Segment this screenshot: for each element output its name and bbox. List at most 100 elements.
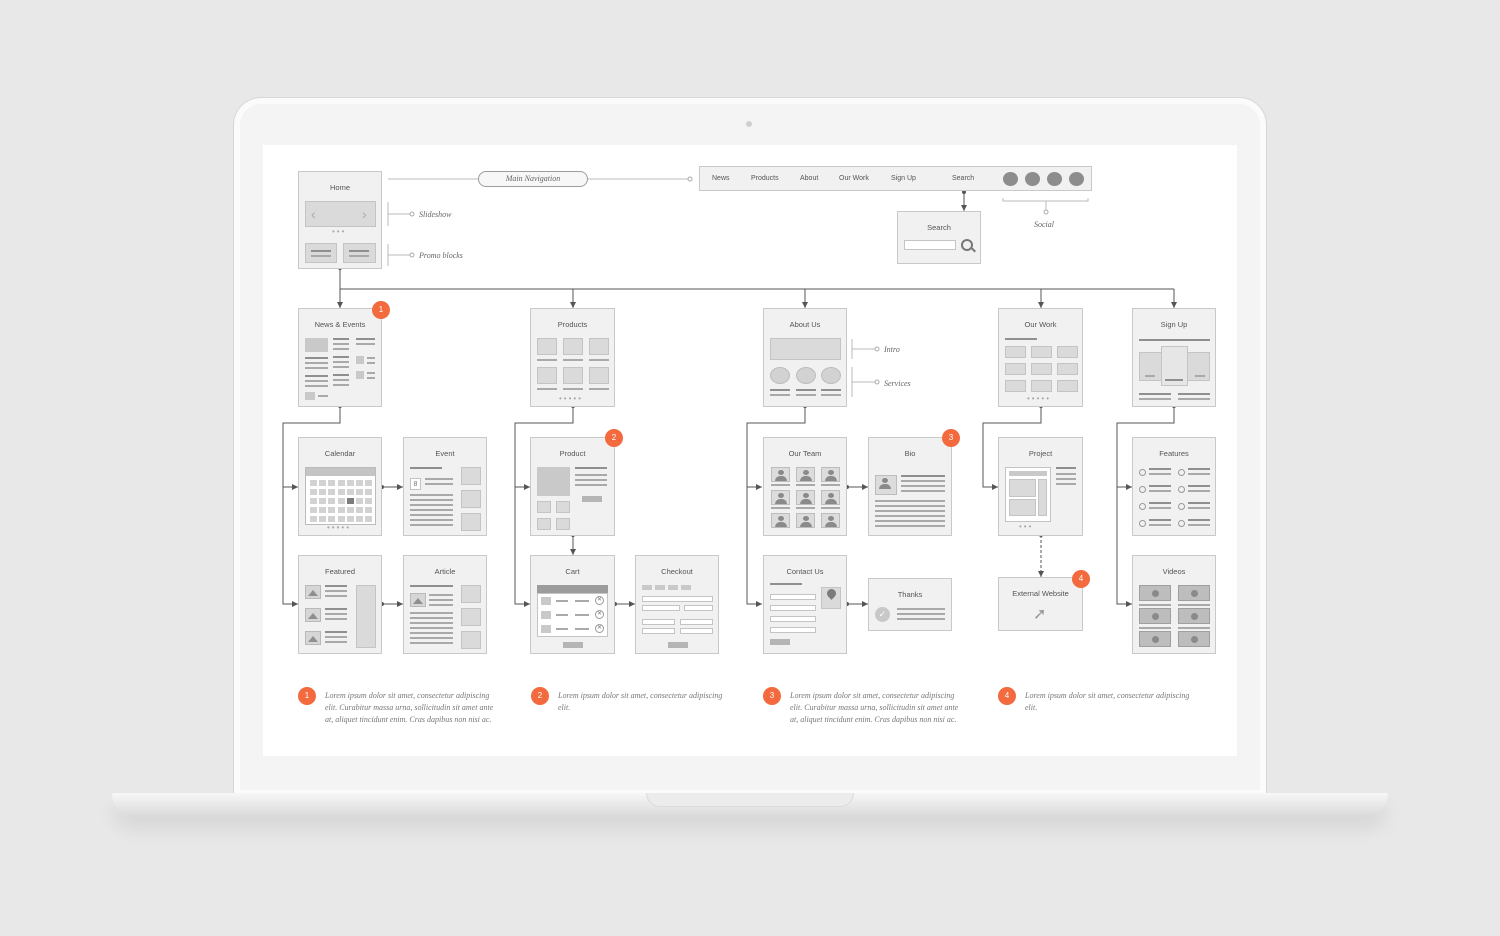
social-icon[interactable] bbox=[1069, 172, 1084, 186]
video-play-icon[interactable] bbox=[1178, 585, 1210, 601]
text-line bbox=[325, 585, 347, 587]
calendar-day[interactable] bbox=[337, 489, 345, 495]
form-field[interactable] bbox=[684, 605, 713, 611]
form-field[interactable] bbox=[770, 627, 816, 633]
calendar-day[interactable] bbox=[365, 498, 373, 504]
add-to-cart-button[interactable] bbox=[582, 496, 602, 502]
user-icon bbox=[771, 513, 790, 528]
page-title: Our Team bbox=[788, 449, 822, 458]
calendar-day[interactable] bbox=[310, 480, 317, 486]
calendar-day[interactable] bbox=[337, 498, 345, 504]
calendar-day[interactable] bbox=[346, 507, 354, 513]
calendar-day[interactable] bbox=[319, 489, 327, 495]
text-line bbox=[410, 509, 453, 511]
calendar-day[interactable] bbox=[310, 516, 317, 522]
calendar-day[interactable] bbox=[319, 498, 327, 504]
calendar-day[interactable] bbox=[328, 507, 336, 513]
calendar-day[interactable] bbox=[328, 489, 336, 495]
text-line bbox=[796, 394, 816, 396]
services-label: Services bbox=[884, 379, 911, 388]
video-play-icon[interactable] bbox=[1139, 631, 1171, 647]
nav-item-search[interactable]: Search bbox=[952, 175, 975, 182]
product-thumb bbox=[589, 367, 609, 384]
text-line bbox=[875, 515, 945, 517]
calendar-day[interactable] bbox=[346, 480, 354, 486]
form-field[interactable] bbox=[770, 594, 816, 600]
calendar-day[interactable] bbox=[356, 498, 363, 504]
calendar-day[interactable] bbox=[365, 516, 373, 522]
page-calendar: Calendar ••••• bbox=[298, 437, 382, 536]
page-cart: Cart ✕ ✕ ✕ bbox=[530, 555, 615, 654]
calendar-day[interactable] bbox=[365, 507, 373, 513]
calendar-day[interactable] bbox=[365, 489, 373, 495]
calendar-day[interactable] bbox=[310, 507, 317, 513]
form-field[interactable] bbox=[680, 628, 713, 634]
user-icon bbox=[821, 467, 840, 482]
video-play-icon[interactable] bbox=[1139, 608, 1171, 624]
text-line bbox=[410, 514, 453, 516]
search-input[interactable] bbox=[904, 240, 956, 250]
calendar-day[interactable] bbox=[346, 516, 354, 522]
text-line bbox=[575, 600, 589, 602]
remove-icon[interactable]: ✕ bbox=[595, 610, 604, 619]
form-field[interactable] bbox=[642, 605, 680, 611]
text-line bbox=[1188, 468, 1210, 470]
cart-header bbox=[537, 585, 608, 593]
calendar-day[interactable] bbox=[356, 480, 363, 486]
badge: 1 bbox=[372, 301, 390, 319]
calendar-day[interactable] bbox=[328, 516, 336, 522]
external-link-icon[interactable]: ➚ bbox=[1033, 606, 1047, 623]
video-play-icon[interactable] bbox=[1178, 608, 1210, 624]
form-field[interactable] bbox=[770, 605, 816, 611]
calendar-day[interactable] bbox=[319, 507, 327, 513]
submit-button[interactable] bbox=[668, 642, 688, 648]
nav-item-sign-up[interactable]: Sign Up bbox=[891, 175, 916, 182]
form-field[interactable] bbox=[642, 628, 675, 634]
calendar-day[interactable] bbox=[328, 498, 336, 504]
calendar-day[interactable] bbox=[337, 480, 345, 486]
social-icon[interactable] bbox=[1025, 172, 1040, 186]
text-line bbox=[575, 467, 607, 469]
search-icon[interactable] bbox=[961, 239, 973, 251]
calendar-day[interactable] bbox=[365, 480, 373, 486]
checkout-button[interactable] bbox=[563, 642, 583, 648]
feature-bullet-icon bbox=[1178, 486, 1185, 493]
nav-item-news[interactable]: News bbox=[712, 175, 730, 182]
text-line bbox=[318, 395, 328, 397]
form-field[interactable] bbox=[770, 616, 816, 622]
nav-item-about[interactable]: About bbox=[800, 175, 819, 182]
social-icon[interactable] bbox=[1047, 172, 1062, 186]
calendar-day[interactable] bbox=[356, 516, 363, 522]
send-button[interactable] bbox=[770, 639, 790, 645]
text-line bbox=[1149, 468, 1171, 470]
calendar-day[interactable] bbox=[337, 516, 345, 522]
calendar-day[interactable] bbox=[337, 507, 345, 513]
project-image bbox=[1009, 479, 1036, 497]
text-line bbox=[556, 628, 568, 630]
user-icon bbox=[771, 467, 790, 482]
calendar-day[interactable] bbox=[310, 498, 317, 504]
calendar-day[interactable] bbox=[319, 516, 327, 522]
calendar-day[interactable] bbox=[356, 489, 363, 495]
calendar-day[interactable] bbox=[346, 498, 354, 504]
video-play-icon[interactable] bbox=[1139, 585, 1171, 601]
calendar-day[interactable] bbox=[346, 489, 354, 495]
page-title: Cart bbox=[565, 567, 580, 576]
form-field[interactable] bbox=[642, 596, 713, 602]
form-field[interactable] bbox=[642, 619, 675, 625]
calendar-day[interactable] bbox=[310, 489, 317, 495]
social-icon[interactable] bbox=[1003, 172, 1018, 186]
nav-item-products[interactable]: Products bbox=[751, 175, 779, 182]
video-play-icon[interactable] bbox=[1178, 631, 1210, 647]
work-thumb bbox=[1031, 363, 1052, 375]
text-line bbox=[333, 384, 349, 386]
remove-icon[interactable]: ✕ bbox=[595, 596, 604, 605]
text-line bbox=[410, 622, 453, 624]
calendar-day[interactable] bbox=[328, 480, 336, 486]
form-field[interactable] bbox=[680, 619, 713, 625]
nav-item-our-work[interactable]: Our Work bbox=[839, 175, 869, 182]
text-line bbox=[410, 637, 453, 639]
calendar-day[interactable] bbox=[356, 507, 363, 513]
calendar-day[interactable] bbox=[319, 480, 327, 486]
remove-icon[interactable]: ✕ bbox=[595, 624, 604, 633]
